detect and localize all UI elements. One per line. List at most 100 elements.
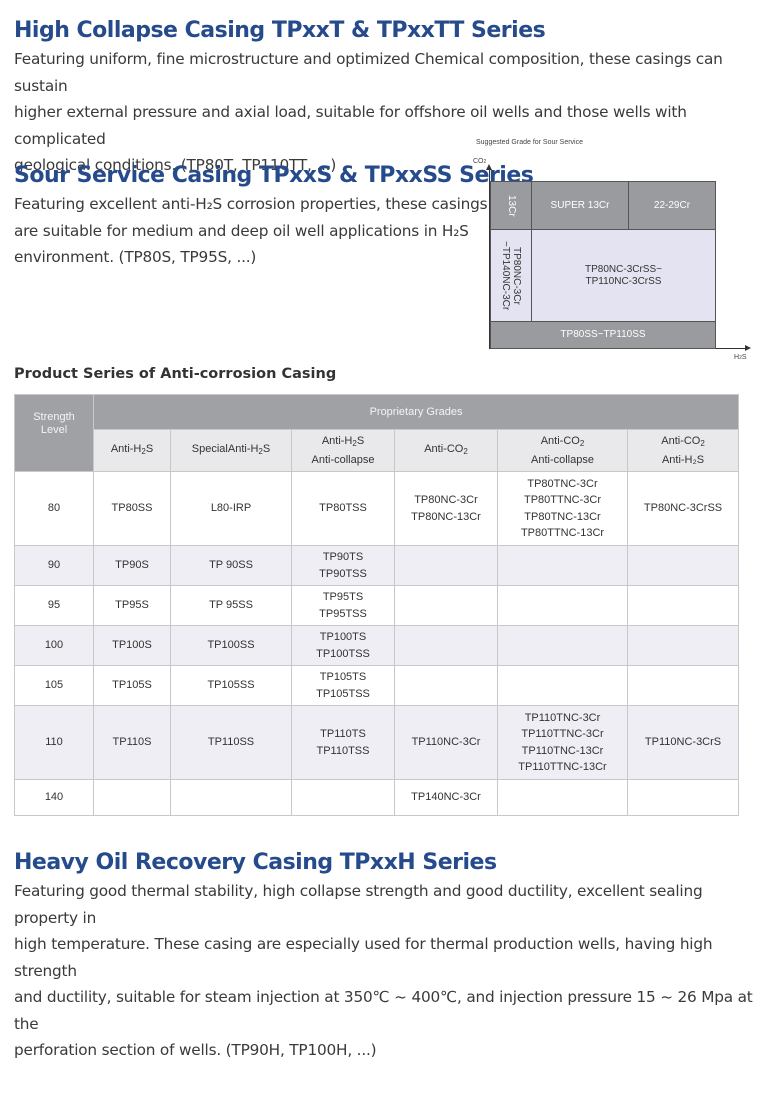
cell-tp80nc-3crss-range: TP80NC-3CrSS~ TP110NC-3CrSS — [531, 229, 716, 322]
grade-name: TP100TS — [319, 631, 367, 643]
sour-service-heading: Sour Service Casing TPxxS & TPxxSS Serie… — [14, 163, 534, 188]
grade-name: TP110NC-3Cr — [411, 736, 481, 749]
grade-name: TP80TNC-3Cr — [527, 477, 598, 490]
grade-cell — [497, 545, 628, 586]
grade-name: TP90TS — [322, 551, 364, 563]
grade-cell — [497, 625, 628, 666]
strength-level-cell: 90 — [14, 545, 94, 586]
text-line: Featuring excellent anti-H₂S corrosion p… — [14, 195, 488, 213]
high-collapse-section: High Collapse Casing TPxxT & TPxxTT Seri… — [14, 18, 765, 179]
strength-level-cell: 110 — [14, 705, 94, 780]
grade-cell: TP110NC-3CrS — [626, 705, 740, 780]
column-header-line2: Anti-H₂S — [661, 454, 705, 466]
grade-name: TP110SS — [207, 736, 255, 749]
grade-name: TP80TNC-13Cr — [524, 510, 601, 523]
strength-level-header-text: Strength Level — [33, 411, 75, 437]
cell-13cr: 13Cr — [490, 181, 532, 230]
column-header-line: Anti-CO2 — [630, 433, 736, 453]
grade-name: TP110TNC-3Cr — [524, 711, 601, 724]
column-header-text: Anti-H — [321, 434, 353, 447]
column-header-line: Anti-CO2 — [397, 441, 495, 461]
column-header-line2: Anti-collapse — [531, 454, 594, 466]
cell-center-line: TP110NC-3CrSS — [585, 275, 662, 287]
grade-name: TP100TSS — [316, 647, 370, 660]
grade-name: TP110TSS — [316, 744, 370, 757]
column-header-sub: 2 — [579, 438, 585, 448]
grade-name: TP 90SS — [209, 559, 253, 572]
column-header-tail: S — [145, 442, 154, 455]
text-line: Featuring good thermal stability, high c… — [14, 882, 703, 927]
column-header-tail: S — [356, 434, 365, 447]
grade-cell — [626, 665, 740, 706]
grade-cell — [626, 545, 740, 586]
column-header-sub: 2 — [141, 446, 146, 456]
high-collapse-heading: High Collapse Casing TPxxT & TPxxTT Seri… — [14, 18, 546, 43]
text-line: high temperature. These casing are espec… — [14, 935, 713, 980]
sour-service-section: Sour Service Casing TPxxS & TPxxSS Serie… — [14, 163, 534, 271]
grade-cell: TP105S — [93, 665, 171, 706]
column-header-sub: 2 — [700, 438, 705, 448]
proprietary-grades-header: Proprietary Grades — [92, 394, 740, 430]
heavy-oil-section: Heavy Oil Recovery Casing TPxxH Series F… — [14, 850, 765, 1064]
grade-cell — [394, 585, 498, 626]
text-line: geological conditions. (TP80T, TP110TT, … — [14, 156, 337, 174]
column-header-sub: 2 — [463, 446, 468, 456]
grade-name: TP80TTNC-3Cr — [523, 494, 601, 506]
cell-tp80ss-range-text: TP80SS~TP110SS — [560, 329, 646, 340]
grade-cell — [497, 779, 628, 816]
column-header-line: Anti-H2S — [96, 441, 168, 461]
grade-name: TP90S — [115, 559, 149, 572]
column-header-line: Anti-H2S — [294, 433, 392, 453]
grade-cell: TP90S — [93, 545, 171, 586]
grade-cell: TP95S — [93, 585, 171, 626]
grade-name: TP105S — [112, 679, 152, 692]
column-header-text: Anti-CO — [661, 434, 701, 447]
grade-name: L80-IRP — [210, 502, 252, 515]
cell-super-13cr: SUPER 13Cr — [531, 181, 629, 230]
grade-name: TP80NC-13Cr — [411, 510, 481, 523]
strength-level-cell: 80 — [14, 471, 94, 546]
grade-name: TP80TTNC-13Cr — [520, 527, 605, 539]
x-axis-label-tail: S — [741, 354, 747, 361]
x-axis-label: H2S — [734, 354, 747, 361]
column-header-text: Anti-CO — [540, 434, 580, 447]
high-collapse-text: Featuring uniform, fine microstructure a… — [14, 46, 765, 179]
cell-22-29cr-text: 22-29Cr — [653, 199, 691, 211]
grade-name: TP80SS — [111, 502, 153, 515]
strength-level-cell: 140 — [14, 779, 94, 816]
strength-level-cell: 100 — [14, 625, 94, 666]
text-line: and ductility, suitable for steam inject… — [14, 988, 753, 1033]
grade-name: TP105SS — [207, 679, 255, 692]
grade-cell — [291, 779, 395, 816]
table-title: Product Series of Anti-corrosion Casing — [14, 366, 337, 382]
y-axis-label: CO2 — [473, 158, 486, 165]
grade-cell: TP80SS — [93, 471, 171, 546]
grade-cell: TP 95SS — [170, 585, 292, 626]
grade-cell — [394, 545, 498, 586]
grade-name: TP140NC-3Cr — [411, 791, 481, 804]
cell-tp80nc-3cr-range: TP80NC-3Cr ~TP140NC-3Cr — [490, 229, 532, 322]
grade-cell: TP 90SS — [170, 545, 292, 586]
grade-name: TP110TTNC-3Cr — [521, 728, 604, 740]
strength-level-header: Strength Level — [14, 394, 94, 472]
grade-cell — [93, 779, 171, 816]
grade-name: TP 95SS — [209, 599, 253, 612]
grade-cell: TP110NC-3Cr — [394, 705, 498, 780]
grade-name: TP105TS — [319, 671, 367, 683]
cell-22-29cr: 22-29Cr — [628, 181, 716, 230]
grade-cell: TP110SS — [170, 705, 292, 780]
column-header-text: SpecialAnti-H — [191, 442, 259, 455]
sour-service-text: Featuring excellent anti-H₂S corrosion p… — [14, 191, 533, 271]
diagram-caption: Suggested Grade for Sour Service — [476, 139, 584, 146]
grade-name: TP95TS — [322, 591, 364, 603]
sour-service-grade-diagram: Suggested Grade for Sour Service CO2 H2S… — [472, 138, 757, 370]
grade-name: TP110TS — [320, 728, 366, 740]
grade-cell: TP100S — [93, 625, 171, 666]
cell-tp80nc-3cr-range-text: TP80NC-3Cr ~TP140NC-3Cr — [500, 240, 522, 311]
grade-name: TP80TSS — [319, 502, 367, 515]
column-header: Anti-CO2 — [394, 429, 498, 472]
